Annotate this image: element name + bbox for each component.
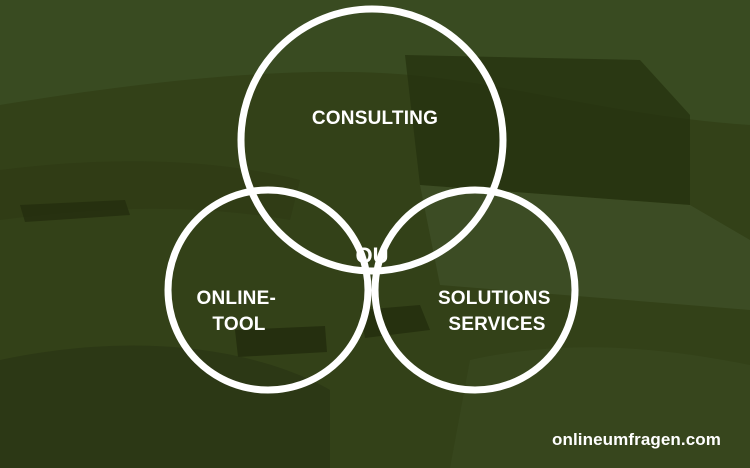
online-tool-circle: [164, 186, 372, 394]
solutions-services-label-line-1: SOLUTIONS: [438, 288, 551, 309]
online-tool-label-line-2: TOOL: [212, 314, 265, 335]
consulting-circle: [237, 5, 507, 275]
consulting-label: CONSULTING: [312, 108, 438, 129]
online-tool-label: ONLINE- TOOL: [197, 288, 282, 335]
website-url: onlineumfragen.com: [552, 430, 721, 449]
solutions-services-label-line-2: SERVICES: [448, 314, 545, 335]
solutions-services-circle: [371, 186, 579, 394]
solutions-services-label: SOLUTIONS SERVICES: [438, 288, 556, 335]
center-label: OU: [356, 243, 389, 268]
online-tool-label-line-1: ONLINE-: [197, 288, 277, 309]
